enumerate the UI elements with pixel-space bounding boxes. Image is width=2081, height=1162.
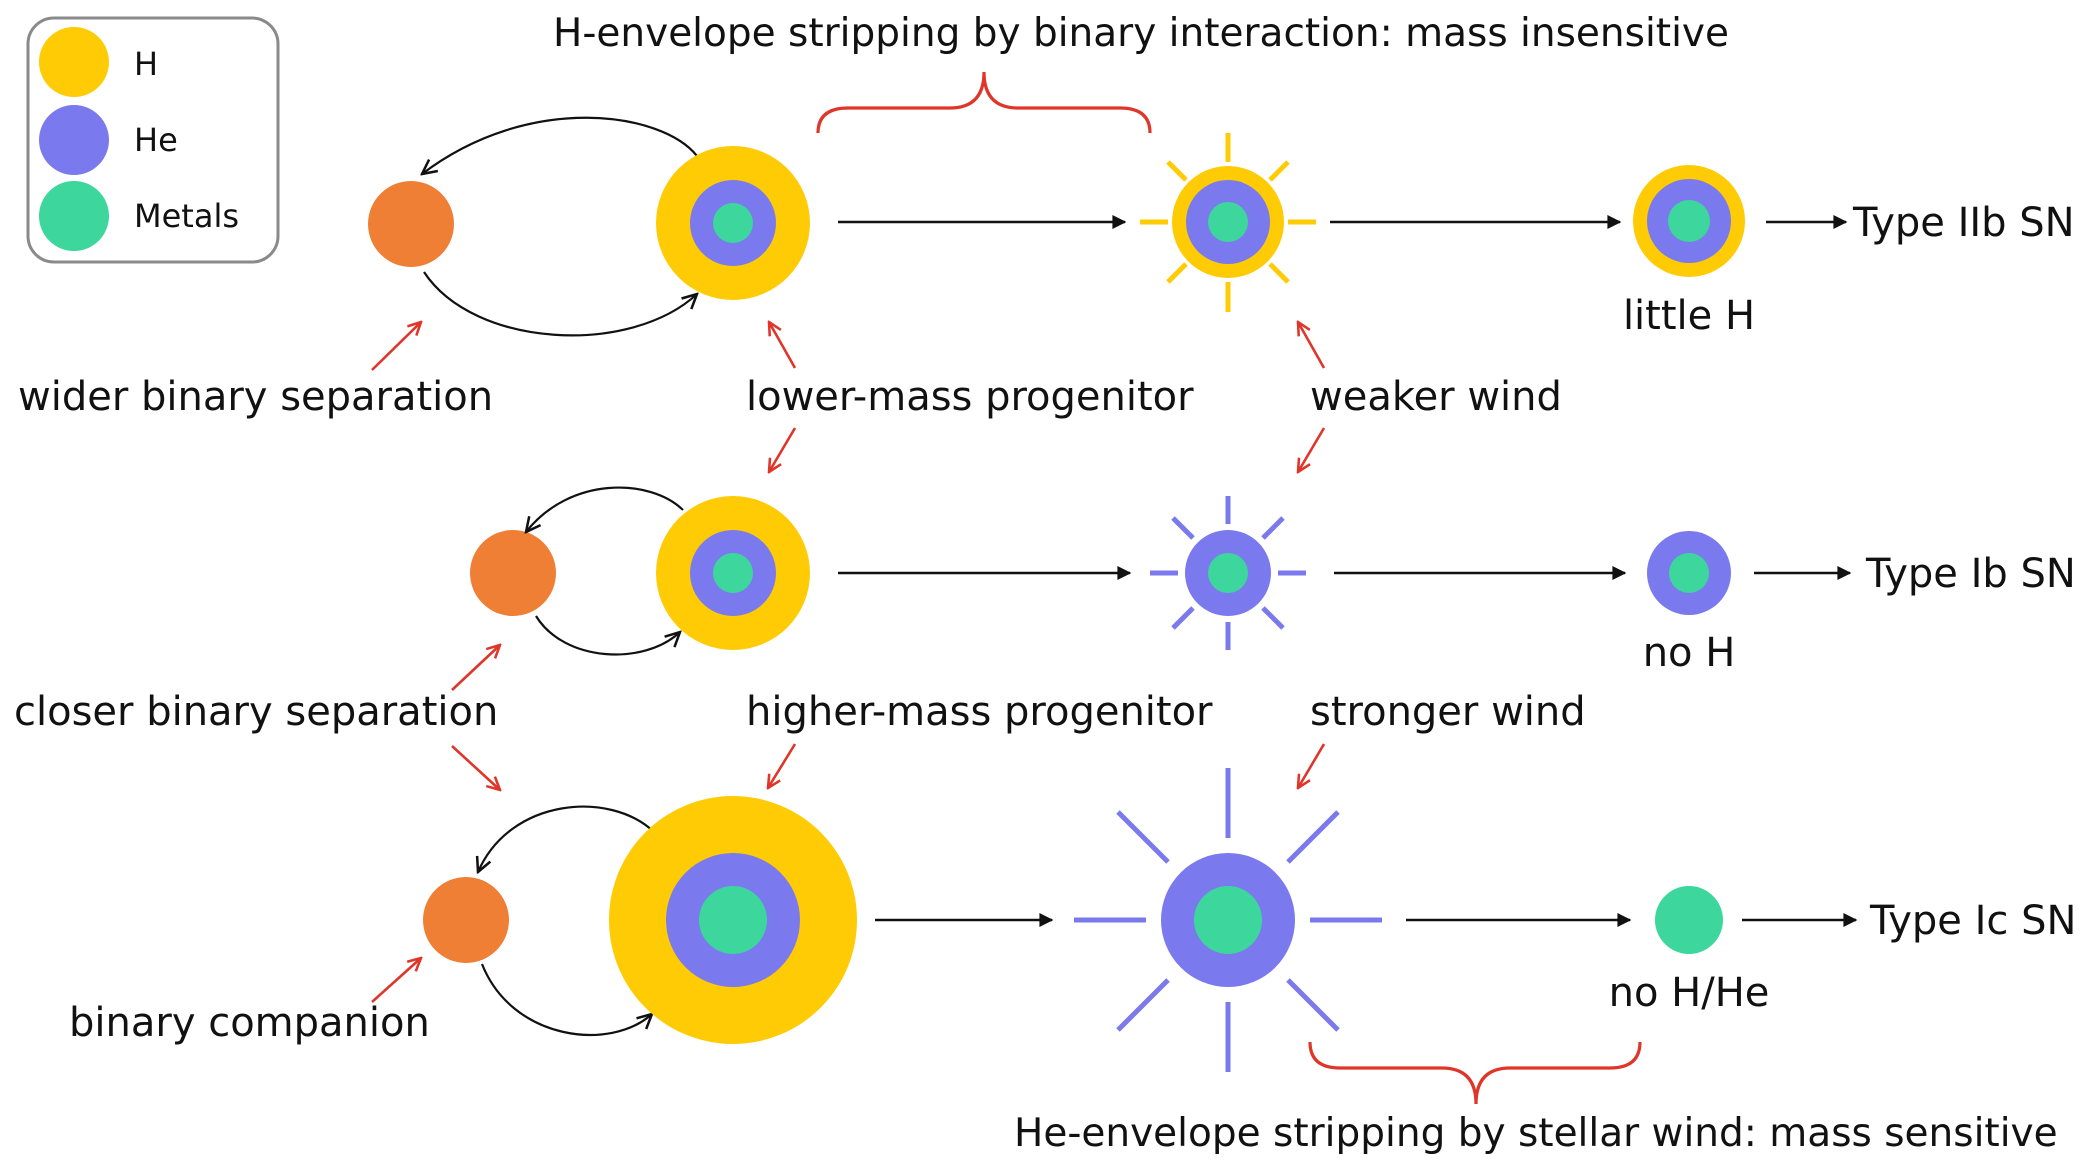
supernova-type-row3: Type Ic SN	[1869, 898, 2076, 944]
top-title: H-envelope stripping by binary interacti…	[553, 11, 1729, 56]
supernova-type-row1: Type IIb SN	[1852, 200, 2075, 246]
red-arrow-binary-companion	[371, 958, 421, 1003]
companion-star-row1	[368, 181, 454, 267]
red-arrow-weaker-wind-down	[1298, 427, 1326, 472]
red-arrow-wider-separation	[371, 322, 421, 371]
orbit-arrow-row2-upper	[526, 486, 684, 532]
legend: H He Metals	[26, 16, 280, 264]
hydrogen-swatch-icon	[39, 27, 109, 97]
row-2: no H Type Ib SN	[470, 486, 2076, 676]
moderate-wind-star-row2	[1150, 496, 1306, 650]
companion-star-row3	[423, 877, 509, 963]
red-arrow-stronger-wind	[1298, 743, 1326, 788]
outcome-state-row3: no H/He	[1609, 970, 1770, 1016]
legend-label-metals: Metals	[134, 197, 239, 235]
label-wider-separation: wider binary separation	[18, 374, 493, 420]
label-stronger-wind: stronger wind	[1310, 689, 1586, 735]
red-arrow-lower-mass-up	[769, 322, 797, 369]
final-star-core-row3	[1655, 886, 1723, 954]
red-arrow-weaker-wind-up	[1298, 322, 1326, 369]
label-lower-mass: lower-mass progenitor	[746, 374, 1194, 420]
helium-swatch-icon	[39, 105, 109, 175]
red-arrow-closer-separation-down	[451, 745, 500, 790]
progenitor-core-row2	[713, 553, 753, 593]
orbit-arrow-row1-lower	[423, 271, 697, 337]
red-arrow-lower-mass-down	[769, 427, 797, 472]
label-binary-companion: binary companion	[69, 1000, 430, 1046]
legend-label-h: H	[134, 45, 158, 83]
progenitor-core-row1	[713, 203, 753, 243]
final-star-core-row1	[1668, 200, 1710, 242]
row-3: no H/He Type Ic SN	[423, 768, 2076, 1072]
companion-star-row2	[470, 530, 556, 616]
final-star-core-row2	[1669, 553, 1709, 593]
orbit-arrow-row1-upper	[422, 116, 698, 174]
bottom-bracket	[1308, 1041, 1642, 1105]
label-higher-mass: higher-mass progenitor	[746, 689, 1213, 735]
red-arrow-closer-separation-up	[451, 645, 500, 691]
weak-wind-star-row1	[1140, 133, 1316, 312]
outcome-state-row2: no H	[1643, 630, 1736, 676]
top-bracket	[816, 71, 1152, 134]
metals-swatch-icon	[39, 181, 109, 251]
supernova-type-row2: Type Ib SN	[1865, 551, 2076, 597]
outcome-state-row1: little H	[1623, 293, 1755, 339]
strong-wind-star-row3	[1074, 768, 1382, 1072]
row-1: little H Type IIb SN	[368, 116, 2075, 339]
legend-label-he: He	[134, 121, 178, 159]
orbit-arrow-row2-lower	[535, 615, 680, 656]
bottom-title: He-envelope stripping by stellar wind: m…	[1014, 1111, 2058, 1156]
orbit-arrow-row3-lower	[480, 963, 652, 1037]
red-arrow-higher-mass	[768, 743, 797, 788]
progenitor-core-row3	[699, 886, 767, 954]
label-closer-separation: closer binary separation	[14, 689, 498, 735]
orbit-arrow-row3-upper	[478, 805, 655, 872]
label-weaker-wind: weaker wind	[1310, 374, 1562, 420]
